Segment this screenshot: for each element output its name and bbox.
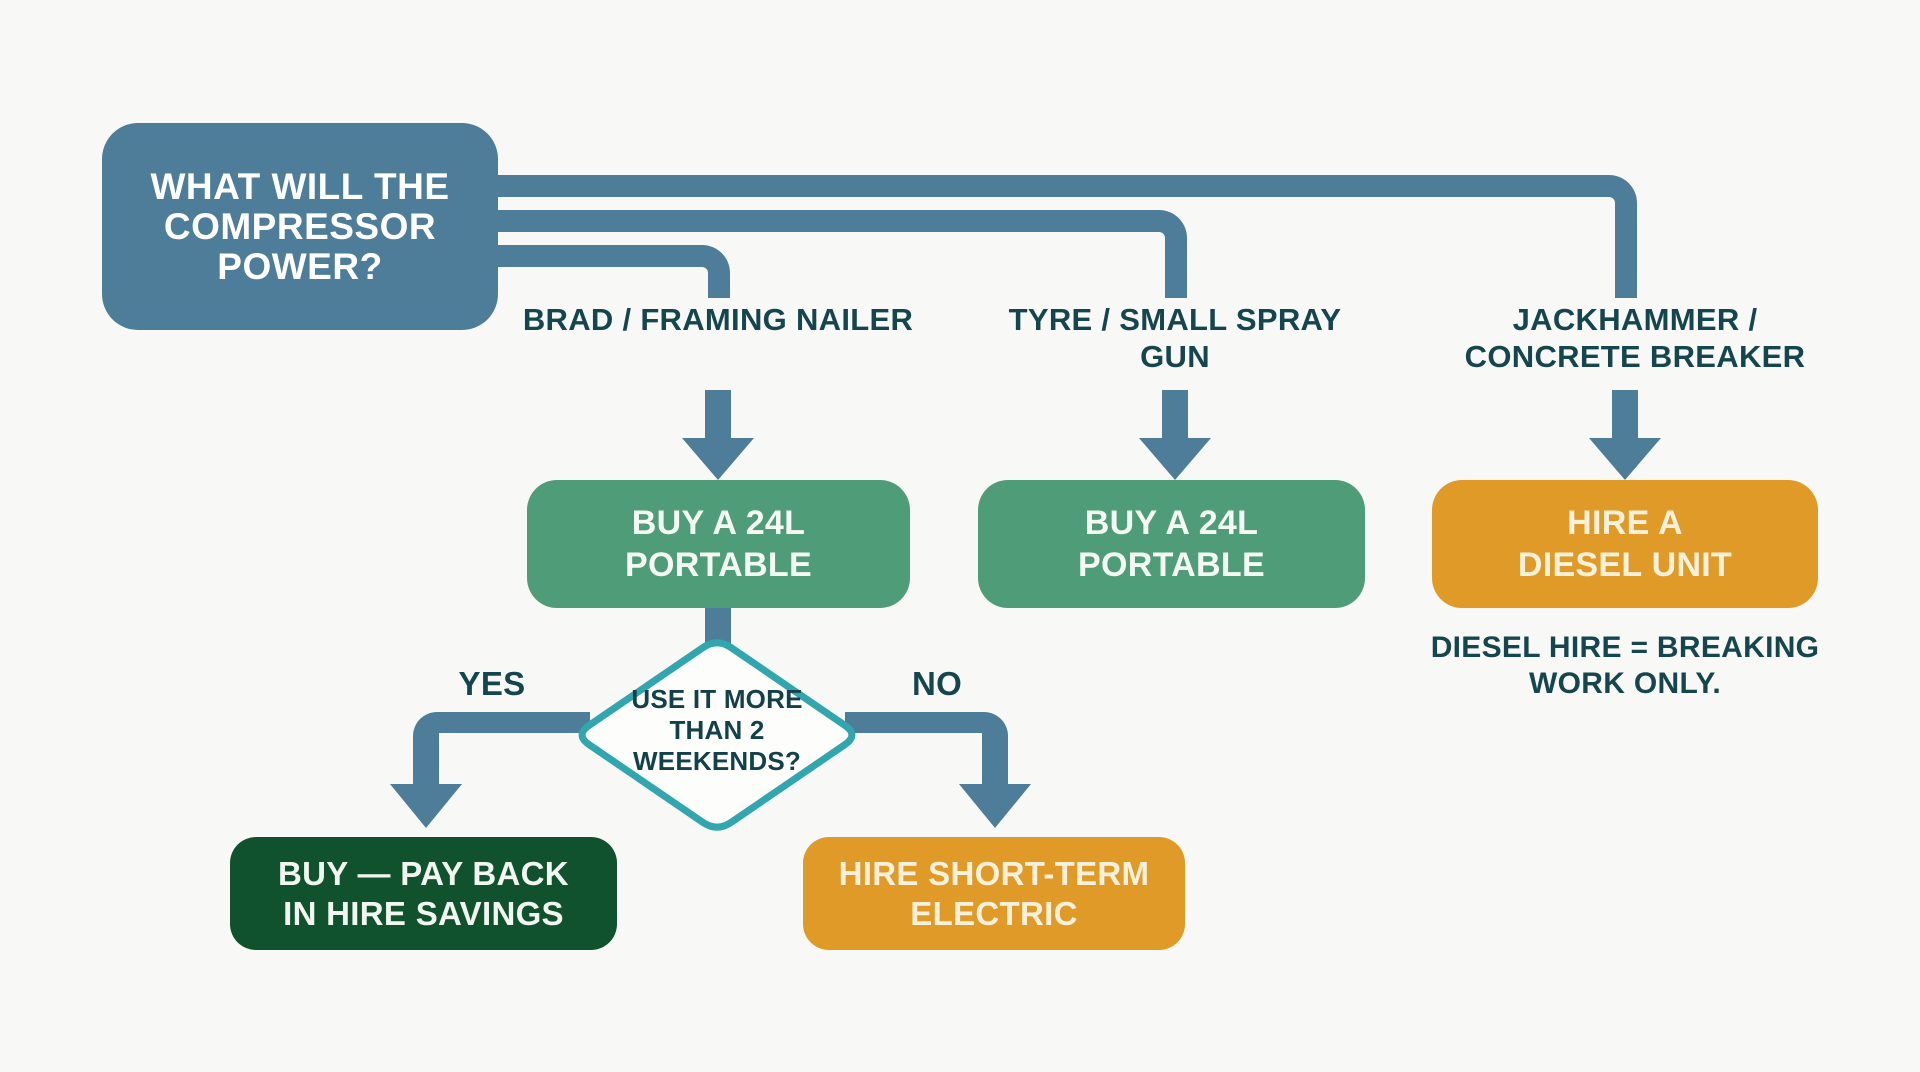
connector-root-to-tyre [470,210,1187,298]
arrow-down-icon [1589,390,1661,480]
decision-question: USE IT MORE THAN 2 WEEKENDS? [592,684,842,777]
branch-label-line: BRAD / FRAMING [522,302,788,337]
arrow-down-icon [1139,390,1211,480]
result-box-line: HIRE SHORT-TERM [838,854,1150,892]
arrow-stem [1162,390,1188,438]
arrow-stem [705,390,731,438]
decision-diamond [578,639,856,831]
yes-label: YES [458,665,526,702]
result-box-line: BUY A 24L [631,504,806,542]
result-box-line: DIESEL UNIT [1517,546,1733,584]
result-box-hire-short-term-electric: HIRE SHORT-TERM ELECTRIC [803,837,1185,950]
arrow-head-icon [1589,438,1661,480]
note-line: WORK ONLY. [1529,667,1721,700]
result-box-line: IN HIRE SAVINGS [283,894,564,932]
arrow-head-icon [959,784,1031,828]
result-box-line: ELECTRIC [910,894,1078,932]
decision-question-line: MORE THAN 2 [669,684,803,745]
root-question-box: WHAT WILL THE COMPRESSOR POWER? [102,123,498,330]
result-box-buy-24l-portable-2: BUY A 24L PORTABLE [978,480,1365,608]
arrow-stem [1612,390,1638,438]
no-label: NO [911,665,963,702]
branch-label-jackhammer-breaker: JACKHAMMER / CONCRETE BREAKER [1425,301,1845,375]
connector-decision-yes [413,712,590,786]
connector-decision-no [845,712,1008,786]
result-box-buy-24l-portable-1: BUY A 24L PORTABLE [527,480,910,608]
connector-root-to-brad [470,245,730,298]
branch-label-line: JACKHAMMER / [1512,302,1758,337]
result-box-line: PORTABLE [625,546,812,584]
arrow-down-icon [682,390,754,480]
diamond-shape [578,639,856,831]
result-box-hire-diesel-unit: HIRE A DIESEL UNIT [1432,480,1818,608]
branch-label-brad-framing-nailer: BRAD / FRAMING NAILER [518,301,918,338]
branch-label-line: SPRAY GUN [1140,302,1342,374]
result-box-line: PORTABLE [1078,546,1265,584]
branch-label-line: TYRE / SMALL [1008,302,1227,337]
arrow-head-icon [1139,438,1211,480]
result-box-line: BUY A 24L [1084,504,1259,542]
connector-root-to-jackhammer [470,175,1637,298]
branch-label-line: CONCRETE BREAKER [1464,339,1806,374]
root-question-line: POWER? [217,245,383,287]
diesel-hire-note: DIESEL HIRE = BREAKING WORK ONLY. [1415,630,1835,702]
arrow-head-icon [682,438,754,480]
arrow-head-icon [390,784,462,828]
result-box-buy-pay-back: BUY — PAY BACK IN HIRE SAVINGS [230,837,617,950]
result-box-line: HIRE A [1567,504,1683,542]
decision-question-line: USE IT [631,684,717,714]
branch-label-line: NAILER [795,302,914,337]
branch-label-tyre-spray-gun: TYRE / SMALL SPRAY GUN [975,301,1375,375]
note-line: DIESEL HIRE = BREAKING [1430,631,1820,664]
root-question-line: COMPRESSOR [163,205,437,247]
decision-question-line: WEEKENDS? [633,746,801,776]
result-box-line: BUY — PAY BACK [278,854,569,892]
root-question-line: WHAT WILL THE [150,165,450,207]
